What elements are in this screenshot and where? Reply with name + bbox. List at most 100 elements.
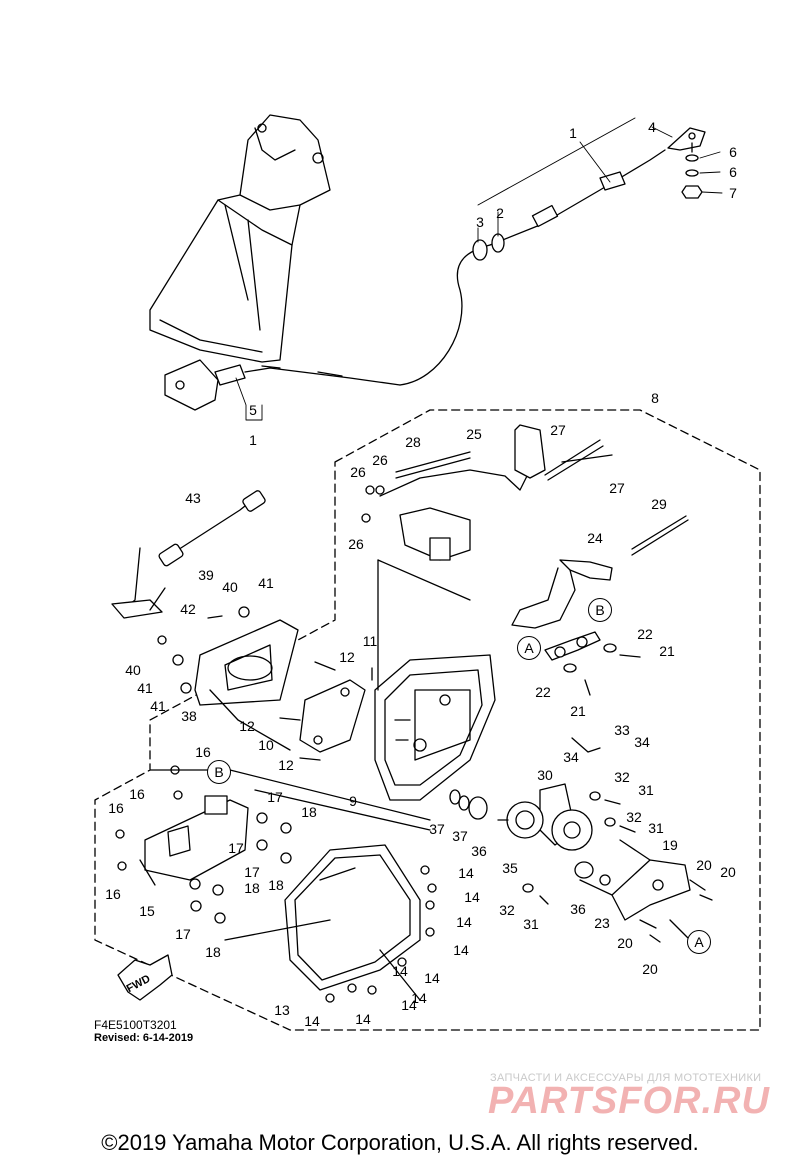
part-number-callout: 34 [634, 734, 650, 750]
battery-cable-bracket [111, 490, 266, 694]
part-number-callout: 22 [637, 626, 653, 642]
part-number-callout: 17 [228, 840, 244, 856]
part-number-callout: 29 [651, 496, 667, 512]
part-number-callout: 28 [405, 434, 421, 450]
part-number-callout: 16 [129, 786, 145, 802]
electrical-box-9 [371, 559, 496, 801]
cover-13 [224, 844, 421, 1003]
watermark-tagline: ЗАПЧАСТИ И АКСЕССУАРЫ ДЛЯ МОТОТЕХНИКИ [490, 1072, 762, 1084]
part-number-callout: 14 [424, 970, 440, 986]
part-number-callout: 38 [181, 708, 197, 724]
part-number-callout: 26 [372, 452, 388, 468]
screws-14 [367, 865, 437, 995]
part-number-callout: 17 [267, 789, 283, 805]
reference-marker: B [588, 598, 612, 622]
part-number-callout: 9 [349, 793, 357, 809]
plate-10 [279, 661, 366, 761]
part-number-callout: 14 [464, 889, 480, 905]
part-number-callout: 11 [362, 633, 378, 649]
starter-motor-30 [449, 737, 636, 905]
part-number-callout: 21 [570, 703, 586, 719]
part-number-callout: 12 [239, 718, 255, 734]
part-number-callout: 31 [648, 820, 664, 836]
part-number-callout: 39 [198, 567, 214, 583]
part-number-callout: 22 [535, 684, 551, 700]
sensor-harness-24 [511, 559, 641, 696]
part-number-callout: 43 [185, 490, 201, 506]
part-number-callout: 32 [626, 809, 642, 825]
part-number-callout: 20 [617, 935, 633, 951]
part-number-callout: 20 [642, 961, 658, 977]
part-number-callout: 14 [453, 942, 469, 958]
part-number-callout: 41 [137, 680, 153, 696]
part-number-callout: 34 [563, 749, 579, 765]
part-number-callout: 12 [339, 649, 355, 665]
copyright-notice: ©2019 Yamaha Motor Corporation, U.S.A. A… [101, 1130, 699, 1155]
part-number-callout: 37 [429, 821, 445, 837]
part-number-callout: 14 [456, 914, 472, 930]
bracket-19 [579, 839, 713, 943]
part-number-callout: 7 [729, 185, 737, 201]
bolts-17-18 [189, 812, 292, 924]
part-number-callout: 17 [175, 926, 191, 942]
part-number-callout: 19 [662, 837, 678, 853]
part-number-callout: 40 [222, 579, 238, 595]
part-number-callout: 1 [249, 432, 257, 448]
assembly-boundary-8 [94, 409, 761, 1031]
part-number-callout: 31 [638, 782, 654, 798]
part-number-callout: 18 [205, 944, 221, 960]
part-number-callout: 14 [304, 1013, 320, 1029]
part-number-callout: 2 [496, 205, 504, 221]
part-number-callout: 32 [614, 769, 630, 785]
part-number-callout: 40 [125, 662, 141, 678]
part-number-callout: 18 [244, 880, 260, 896]
part-number-callout: 1 [569, 125, 577, 141]
watermark-brand: PARTSFOR.RU [488, 1080, 770, 1122]
part-number-callout: 4 [648, 119, 656, 135]
reference-marker: A [687, 930, 711, 954]
part-number-callout: 16 [195, 744, 211, 760]
part-number-callout: 14 [411, 990, 427, 1006]
part-number-callout: 3 [476, 214, 484, 230]
part-number-callout: 20 [696, 857, 712, 873]
part-number-callout: 6 [729, 164, 737, 180]
wire-harness [361, 424, 689, 561]
part-number-callout: 16 [105, 886, 121, 902]
part-number-callout: 14 [392, 963, 408, 979]
reference-marker: B [207, 760, 231, 784]
part-number-callout: 41 [150, 698, 166, 714]
gasket-38 [194, 619, 299, 751]
part-number-callout: 30 [537, 767, 553, 783]
part-number-callout: 33 [614, 722, 630, 738]
part-number-callout: 21 [659, 643, 675, 659]
part-number-callout: 8 [651, 390, 659, 406]
part-number-callout: 41 [258, 575, 274, 591]
part-number-callout: 17 [244, 864, 260, 880]
part-number-callout: 12 [278, 757, 294, 773]
part-number-callout: 26 [350, 464, 366, 480]
part-number-callout: 6 [729, 144, 737, 160]
part-number-callout: 14 [401, 997, 417, 1013]
part-number-callout: 24 [587, 530, 603, 546]
part-number-callout: 20 [720, 864, 736, 880]
part-number-callout: 15 [139, 903, 155, 919]
part-number-callout: 35 [502, 860, 518, 876]
part-number-callout: 27 [609, 480, 625, 496]
revision-date: Revised: 6-14-2019 [94, 1032, 194, 1044]
reference-marker: A [517, 636, 541, 660]
part-number-callout: 14 [355, 1011, 371, 1027]
part-number-callout: 5 [249, 402, 257, 418]
part-number-callout: 18 [301, 804, 317, 820]
part-number-callout: 18 [268, 877, 284, 893]
leader-lines-cable [235, 117, 723, 421]
part-number-callout: 16 [108, 800, 124, 816]
fwd-arrow [117, 954, 173, 1001]
part-number-callout: 42 [180, 601, 196, 617]
part-number-callout: 37 [452, 828, 468, 844]
part-number-callout: 23 [594, 915, 610, 931]
part-number-callout: 31 [523, 916, 539, 932]
diagram-code: F4E5100T3201 [94, 1018, 177, 1032]
part-number-callout: 13 [274, 1002, 290, 1018]
